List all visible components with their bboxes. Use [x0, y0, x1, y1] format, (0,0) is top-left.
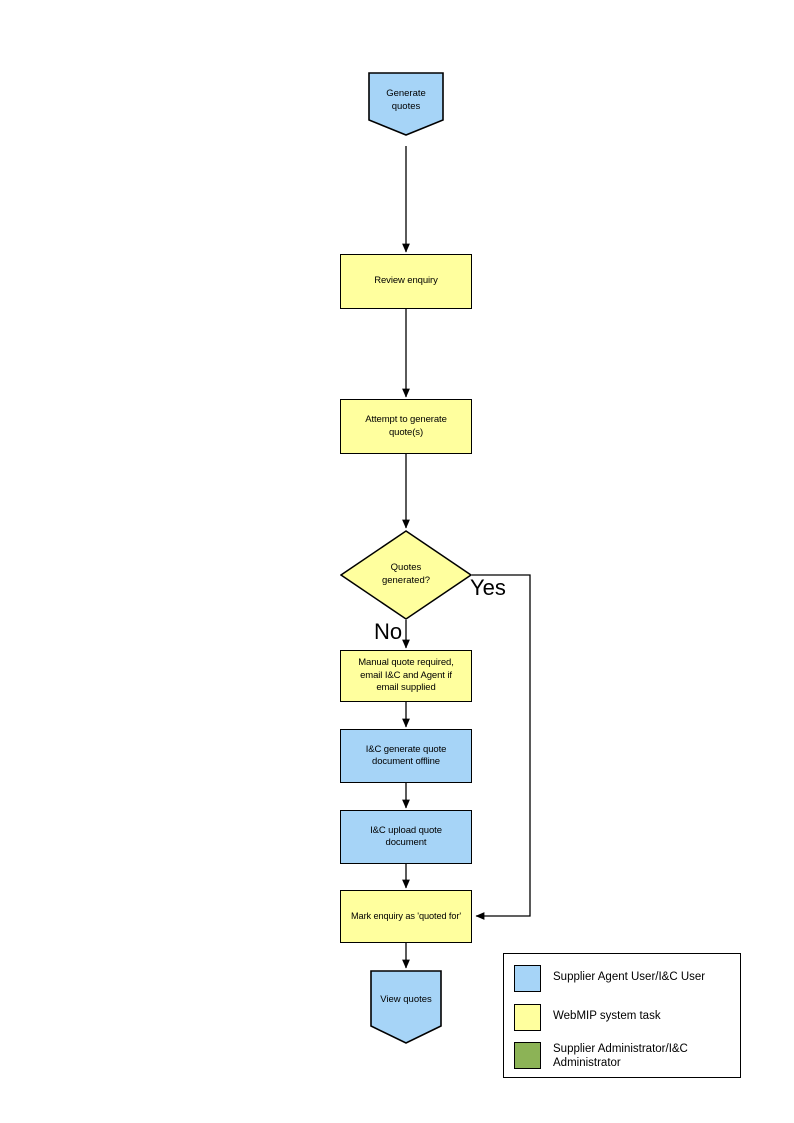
legend-swatch-yellow: [514, 1004, 541, 1031]
legend-label: WebMIP system task: [553, 1010, 661, 1022]
node-quotes-generated-decision[interactable]: Quotes generated?: [340, 530, 472, 620]
node-label: Attempt to generate quote(s): [365, 414, 447, 438]
pentagon-shape: [370, 970, 442, 1044]
node-label: Manual quote required, email I&C and Age…: [358, 657, 454, 694]
legend: Supplier Agent User/I&C User WebMIP syst…: [503, 953, 741, 1078]
edge-yes-to-mark: [472, 574, 531, 920]
node-manual-quote-required[interactable]: Manual quote required, email I&C and Age…: [340, 650, 472, 702]
legend-item-webmip-system-task: WebMIP system task: [514, 1004, 661, 1031]
branch-label-no: No: [374, 619, 403, 644]
branch-label-yes: Yes: [470, 575, 506, 600]
legend-swatch-green: [514, 1042, 541, 1069]
node-mark-enquiry-quoted-for[interactable]: Mark enquiry as 'quoted for': [340, 890, 472, 943]
node-label: Quotes generated?: [381, 562, 431, 586]
node-view-quotes[interactable]: View quotes: [370, 970, 442, 1044]
node-ic-upload-quote-document[interactable]: I&C upload quote document: [340, 810, 472, 864]
node-review-enquiry[interactable]: Review enquiry: [340, 254, 472, 309]
legend-swatch-blue: [514, 965, 541, 992]
node-label: I&C generate quote document offline: [365, 743, 447, 768]
node-attempt-generate-quotes[interactable]: Attempt to generate quote(s): [340, 399, 472, 454]
node-label: I&C upload quote document: [370, 824, 442, 849]
legend-item-supplier-administrator: Supplier Administrator/I&C Administrator: [514, 1042, 688, 1070]
node-label: View quotes: [380, 994, 432, 1005]
legend-label: Supplier Agent User/I&C User: [553, 971, 706, 983]
node-generate-quotes[interactable]: Generate quotes: [368, 72, 444, 136]
pentagon-shape: [368, 72, 444, 136]
node-label: Generate quotes: [386, 88, 426, 112]
node-ic-generate-quote-document[interactable]: I&C generate quote document offline: [340, 729, 472, 783]
legend-item-supplier-agent-user: Supplier Agent User/I&C User: [514, 965, 705, 992]
diamond-shape: [340, 530, 472, 620]
node-label: Review enquiry: [374, 275, 438, 287]
legend-label: Supplier Administrator/I&C Administrator: [553, 1043, 688, 1069]
node-label: Mark enquiry as 'quoted for': [351, 911, 461, 922]
